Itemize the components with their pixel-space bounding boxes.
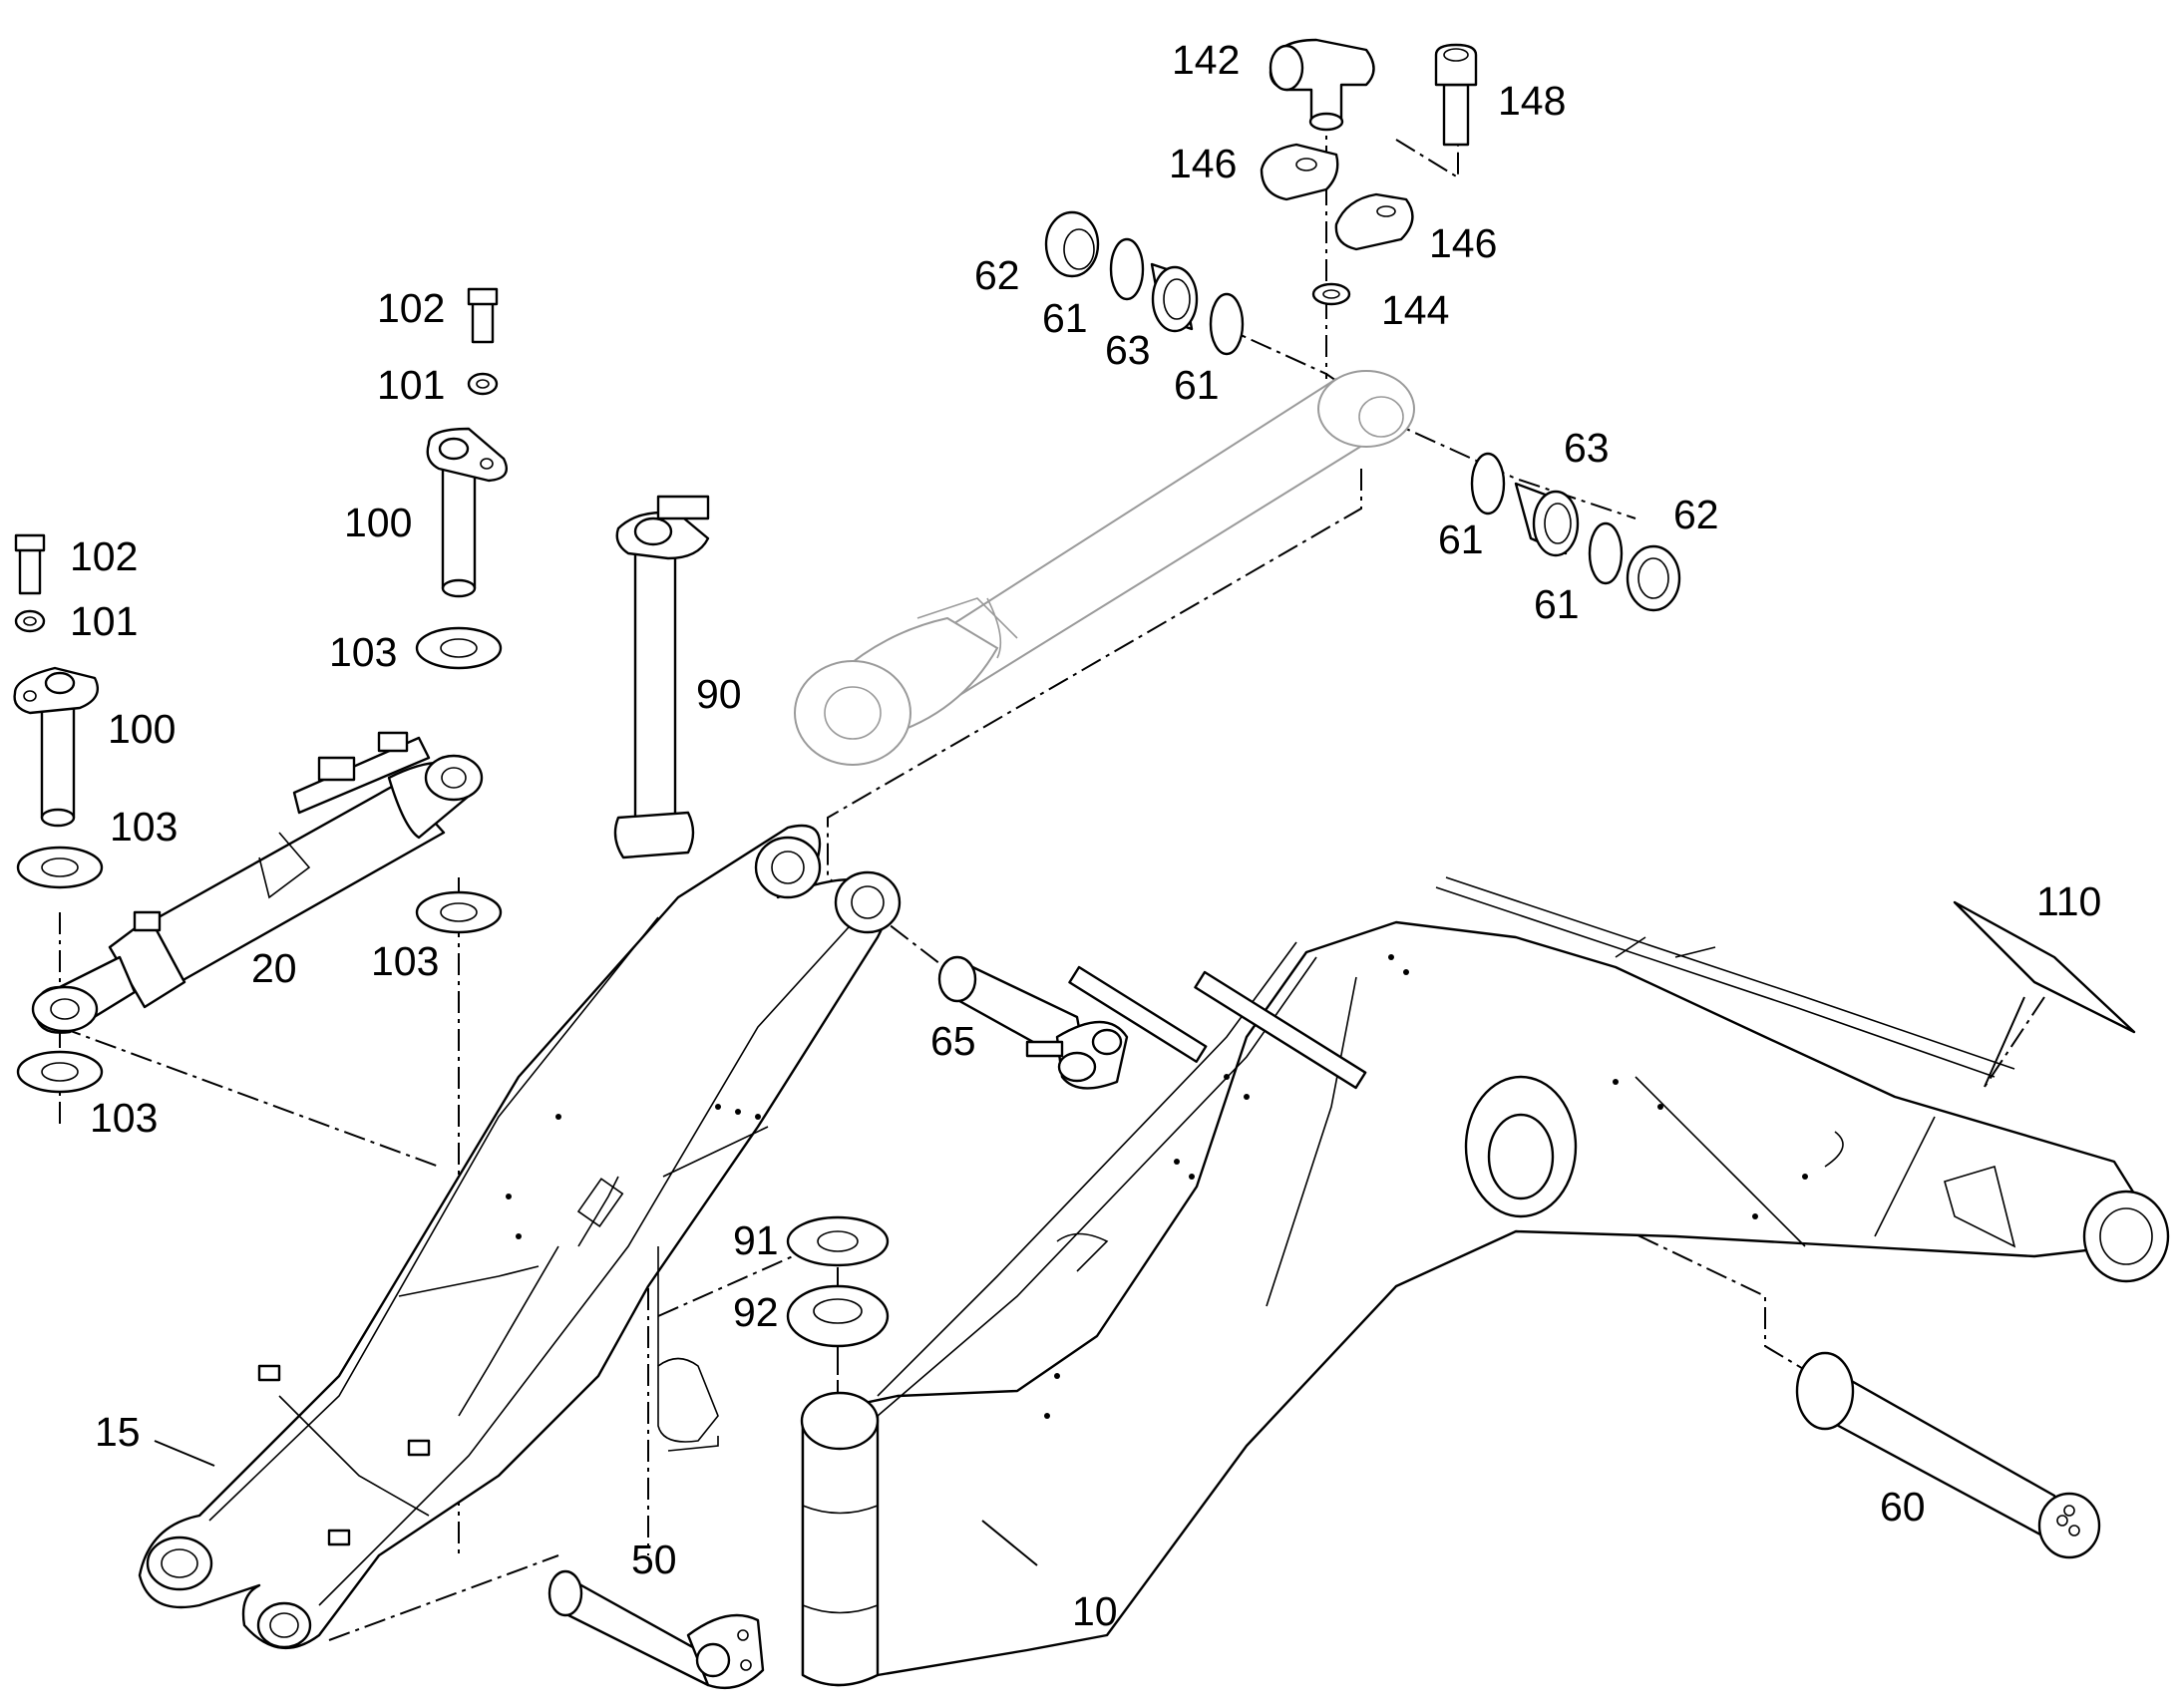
washer-103-mid[interactable] [415, 890, 503, 934]
callout-labels: 142 148 146 146 62 61 63 61 144 63 61 62… [70, 37, 2101, 1634]
seal-62-lower[interactable] [1626, 544, 1681, 612]
callout-101-upper: 101 [377, 362, 445, 408]
callout-61-upper-a: 61 [1042, 295, 1088, 341]
callout-146-lower: 146 [1429, 220, 1497, 266]
washer-103-lower-top[interactable] [16, 846, 104, 889]
plate-110[interactable] [1953, 900, 2136, 1034]
callout-61-lower-a: 61 [1438, 516, 1484, 562]
washer-101-upper[interactable] [467, 372, 499, 396]
oring-61-lower-b[interactable] [1588, 521, 1624, 585]
callout-63-upper: 63 [1105, 327, 1151, 373]
pin-65[interactable] [937, 955, 1129, 1090]
pin-60[interactable] [1795, 1351, 2101, 1559]
pin-90[interactable] [613, 495, 710, 859]
callout-103-upper: 103 [329, 629, 397, 675]
pin-50[interactable] [547, 1569, 765, 1690]
callout-15: 15 [95, 1409, 141, 1455]
bolt-102-lower[interactable] [14, 533, 46, 595]
washer-91[interactable] [786, 1215, 890, 1267]
bucket-cylinder[interactable] [31, 731, 484, 1034]
callout-10: 10 [1072, 1588, 1118, 1634]
washer-103-lower-bottom[interactable] [16, 1050, 104, 1094]
callout-50: 50 [631, 1537, 677, 1582]
washer-103-upper[interactable] [415, 626, 503, 670]
leader-lines [154, 996, 2025, 1566]
bushing-63-upper[interactable] [1150, 262, 1199, 333]
callout-103-lower-c: 103 [90, 1095, 158, 1141]
callout-100-lower: 100 [108, 706, 176, 752]
bolt-102-upper[interactable] [467, 287, 499, 344]
bushing-63-lower[interactable] [1514, 482, 1580, 557]
callout-65: 65 [930, 1018, 976, 1064]
pin-100-lower[interactable] [13, 666, 100, 828]
oring-61-upper-a[interactable] [1109, 237, 1145, 301]
washer-101-lower[interactable] [14, 609, 46, 633]
washer-92[interactable] [786, 1284, 890, 1348]
flange-146-upper[interactable] [1260, 143, 1339, 201]
callout-110: 110 [2036, 878, 2101, 924]
stick-arm[interactable] [138, 824, 902, 1649]
oring-144[interactable] [1311, 282, 1351, 306]
fitting-142[interactable] [1269, 38, 1375, 132]
callout-100-upper: 100 [344, 500, 412, 545]
callout-91: 91 [733, 1217, 779, 1263]
oring-61-upper-b[interactable] [1209, 292, 1245, 356]
callout-20: 20 [251, 945, 297, 991]
callout-61-lower-b: 61 [1534, 581, 1580, 627]
callout-62-lower: 62 [1673, 492, 1719, 537]
callout-63-lower: 63 [1564, 425, 1610, 471]
callout-102-lower: 102 [70, 533, 138, 579]
callout-90: 90 [696, 671, 742, 717]
callout-60: 60 [1880, 1484, 1926, 1530]
main-boom[interactable] [800, 876, 2170, 1687]
callout-92: 92 [733, 1289, 779, 1335]
oring-61-lower-a[interactable] [1470, 452, 1506, 515]
pin-100-upper[interactable] [426, 427, 509, 598]
callout-61-upper-b: 61 [1174, 362, 1220, 408]
callout-103-lower-a: 103 [110, 804, 178, 850]
callout-146-upper: 146 [1169, 141, 1237, 186]
callout-103-lower-b: 103 [371, 938, 439, 984]
callout-101-lower: 101 [70, 598, 138, 644]
boom-cylinder-ghost [794, 370, 1415, 766]
callout-142: 142 [1172, 37, 1240, 83]
seal-62-upper[interactable] [1044, 210, 1100, 278]
callout-148: 148 [1498, 78, 1566, 124]
callout-62-upper: 62 [974, 252, 1020, 298]
callout-144: 144 [1381, 287, 1449, 333]
flange-146-lower[interactable] [1334, 192, 1414, 251]
callout-102-upper: 102 [377, 285, 445, 331]
bolt-148[interactable] [1434, 43, 1478, 147]
